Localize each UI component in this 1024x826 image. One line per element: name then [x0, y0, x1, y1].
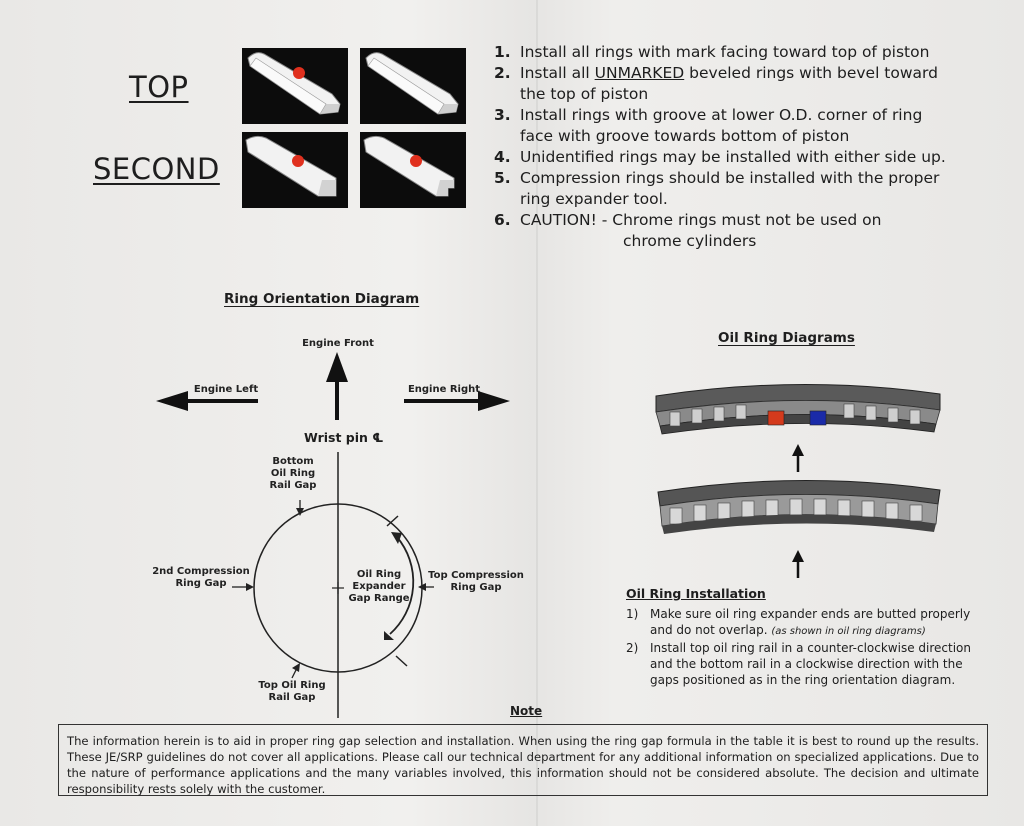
oil-ring-diagram [655, 383, 941, 578]
ring-groove-icon [360, 132, 466, 208]
second-comp-gap-label: 2nd Compression Ring Gap [152, 566, 250, 589]
oil-ring-expander-icon [657, 479, 941, 534]
instruction-4: 4. Unidentified rings may be installed w… [494, 148, 946, 166]
ring-orientation-diagram [156, 352, 510, 718]
unmarked-emphasis: UNMARKED [594, 64, 685, 82]
top-comp-gap-label: Top Compression Ring Gap [428, 570, 524, 593]
ring-marked-bevel-icon [242, 48, 348, 124]
arrow-up-icon [792, 444, 804, 472]
instruction-5: 5. Compression rings should be installed… [494, 169, 940, 208]
arrow-up-icon [326, 352, 348, 420]
ring-marked-flat-icon [242, 132, 348, 208]
arrow-up-icon [792, 550, 804, 578]
oil-ring-assembled-icon [655, 383, 941, 435]
expander-end-red [767, 410, 785, 426]
engine-front-label: Engine Front [302, 338, 374, 349]
instruction-6: 6. CAUTION! - Chrome rings must not be u… [494, 211, 882, 250]
instruction-1: 1. Install all rings with mark facing to… [494, 43, 930, 61]
engine-right-label: Engine Right [407, 384, 481, 395]
instruction-2: 2. Install all UNMARKED beveled rings wi… [494, 64, 938, 103]
label-top: TOP [129, 70, 189, 104]
oil-ring-installation-title: Oil Ring Installation [626, 586, 766, 601]
note-title: Note [510, 704, 543, 718]
wrist-pin-label: Wrist pin ℄ [304, 430, 384, 445]
ring-orientation-title: Ring Orientation Diagram [224, 291, 420, 307]
paper-fold [536, 0, 538, 826]
oil-ring-step-1: 1) Make sure oil ring expander ends are … [626, 607, 971, 637]
engine-left-label: Engine Left [193, 384, 259, 395]
arrow-left-icon [156, 391, 258, 411]
install-instructions: 1. Install all rings with mark facing to… [494, 42, 974, 252]
label-second: SECOND [93, 152, 220, 186]
oil-ring-diagrams-title: Oil Ring Diagrams [718, 330, 855, 346]
top-rail-gap-label: Top Oil Ring Rail Gap [258, 680, 326, 703]
expander-end-blue [809, 410, 827, 426]
oil-ring-installation-list: 1) Make sure oil ring expander ends are … [626, 606, 986, 688]
bottom-rail-gap-label: Bottom Oil Ring Rail Gap [269, 456, 317, 491]
arrow-right-icon [404, 391, 510, 411]
oil-ring-step-2: 2) Install top oil ring rail in a counte… [626, 641, 971, 687]
note-box: The information herein is to aid in prop… [58, 724, 988, 796]
ring-bevel-icon [360, 48, 466, 124]
oil-expander-gap-label: Oil Ring Expander Gap Range [348, 569, 410, 604]
instruction-3: 3. Install rings with groove at lower O.… [494, 106, 923, 145]
